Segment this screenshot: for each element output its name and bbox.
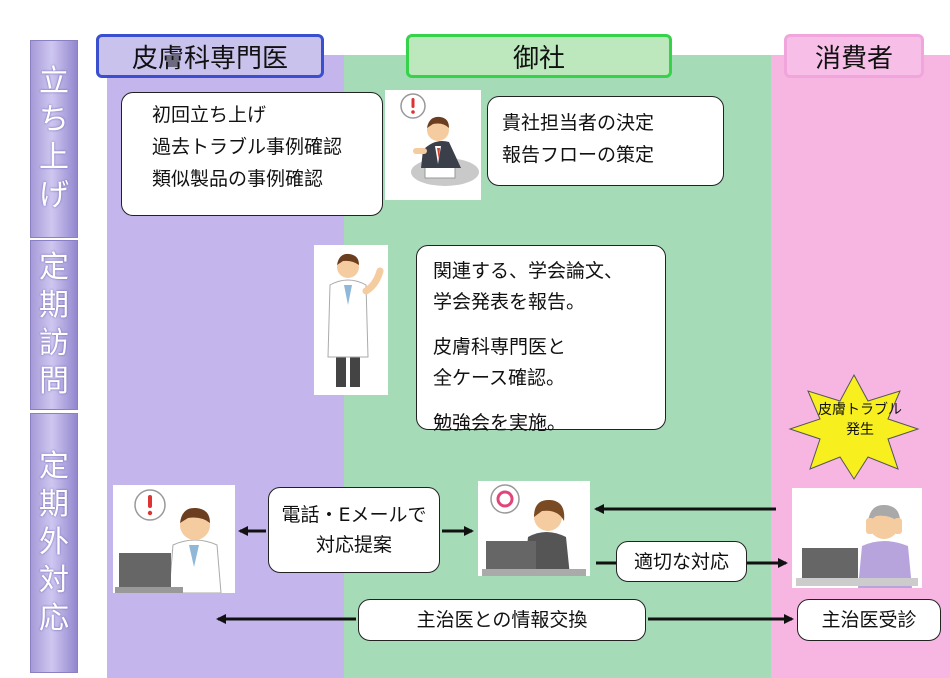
consumer-header: 消費者 <box>784 34 924 78</box>
exclamation-bubble-icon <box>132 488 168 528</box>
phase-char: 立 <box>39 64 69 99</box>
visit-line: 勉強会を実施。 <box>433 412 567 434</box>
trouble-label: 皮膚トラブル 発生 <box>800 400 920 440</box>
company-task: 報告フローの策定 <box>502 144 655 166</box>
visit-doctor-box: 主治医受診 <box>797 599 941 641</box>
phase-char: 訪 <box>39 326 69 361</box>
derm-task: 類似製品の事例確認 <box>152 168 324 190</box>
company-task: 貴社担当者の決定 <box>502 112 655 134</box>
phase-regular-visit: 定 期 訪 問 <box>30 240 78 410</box>
trouble-line: 皮膚トラブル <box>818 402 902 418</box>
phase-char: 定 <box>39 250 69 285</box>
phase-char: 応 <box>39 601 69 636</box>
starburst-shape <box>788 373 920 480</box>
info-exchange-box: 主治医との情報交換 <box>358 599 646 641</box>
phase-char: げ <box>39 178 69 213</box>
phone-line: 電話・Eメールで <box>281 504 427 526</box>
phase-char: 期 <box>39 487 69 522</box>
proper-response-box: 適切な対応 <box>616 541 747 582</box>
derm-task: 初回立ち上げ <box>152 104 267 126</box>
phase-char: 対 <box>39 563 69 598</box>
phase-char: 定 <box>39 449 69 484</box>
company-startup-box: 貴社担当者の決定 報告フローの策定 <box>487 96 724 186</box>
phase-char: 期 <box>39 288 69 323</box>
exclamation-bubble-icon <box>398 92 428 126</box>
phase-off-schedule: 定 期 外 対 応 <box>30 413 78 673</box>
businessman-illustration <box>385 90 481 200</box>
phase-char: 外 <box>39 525 69 560</box>
dermatologist-header: 皮膚科専門医 <box>96 34 324 78</box>
phone-email-box: 電話・Eメールで 対応提案 <box>268 487 440 573</box>
phase-startup: 立 ち 上 げ <box>30 40 78 238</box>
doctor-illustration <box>314 245 388 395</box>
phone-line: 対応提案 <box>315 534 392 556</box>
regular-visit-box: 関連する、学会論文、 学会発表を報告。 皮膚科専門医と 全ケース確認。 勉強会を… <box>416 245 666 434</box>
visit-line: 関連する、学会論文、 <box>433 260 624 282</box>
visit-line: 学会発表を報告。 <box>433 291 586 313</box>
trouble-line: 発生 <box>846 422 874 438</box>
company-header: 御社 <box>406 34 672 78</box>
phase-char: ち <box>39 102 69 137</box>
visit-line: 全ケース確認。 <box>433 367 566 389</box>
derm-startup-box: 初回立ち上げ 過去トラブル事例確認 類似製品の事例確認 <box>121 92 383 216</box>
derm-task: 過去トラブル事例確認 <box>152 136 343 158</box>
doctor-at-laptop-illustration <box>113 485 235 593</box>
phase-char: 上 <box>39 140 69 175</box>
circle-bubble-icon <box>488 483 522 521</box>
visit-line: 皮膚科専門医と <box>433 336 567 358</box>
worried-consumer-illustration <box>792 488 922 588</box>
phase-char: 問 <box>39 364 69 399</box>
